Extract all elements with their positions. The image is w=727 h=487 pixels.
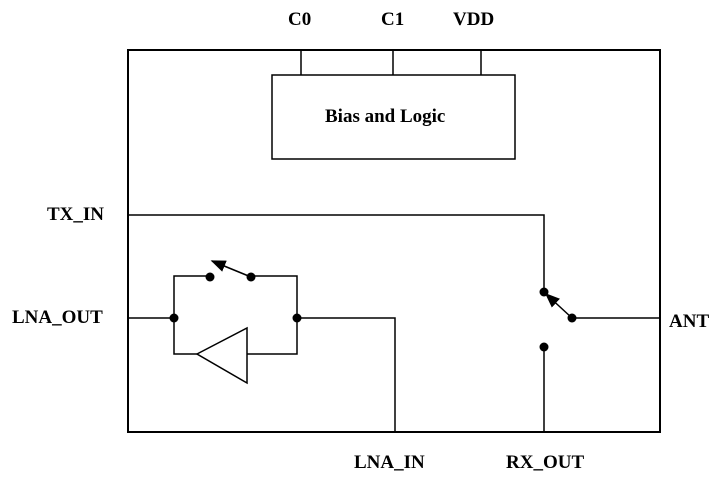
lna-amplifier-icon xyxy=(195,326,248,385)
pin-label-rx-out: RX_OUT xyxy=(506,452,585,473)
pin-label-vdd: VDD xyxy=(453,9,495,30)
pin-label-lna-in: LNA_IN xyxy=(354,452,425,473)
bypass-left-leg xyxy=(173,275,210,318)
amp-output-leg xyxy=(173,318,197,355)
junction-left xyxy=(169,313,179,323)
pin-label-lna-out: LNA_OUT xyxy=(12,307,103,328)
tx-in-wire xyxy=(128,214,545,292)
antenna-switch-blade xyxy=(544,292,573,319)
switch-contact-rx xyxy=(539,342,549,352)
pin-label-tx-in: TX_IN xyxy=(47,204,105,225)
bypass-switch-contact-right xyxy=(246,272,256,282)
bypass-right-leg xyxy=(251,275,298,318)
bias-logic-label: Bias and Logic xyxy=(325,106,446,127)
switch-contact-ant xyxy=(567,313,577,323)
pin-label-ant: ANT xyxy=(669,311,710,332)
pin-label-c1: C1 xyxy=(381,9,405,30)
amp-input-leg xyxy=(247,318,298,355)
lna-in-wire xyxy=(297,317,396,432)
junction-right xyxy=(292,313,302,323)
bypass-switch-contact-left xyxy=(205,272,215,282)
bypass-switch-blade xyxy=(210,260,252,278)
chip-boundary xyxy=(127,49,661,433)
switch-contact-tx xyxy=(539,287,549,297)
pin-label-c0: C0 xyxy=(288,9,312,30)
